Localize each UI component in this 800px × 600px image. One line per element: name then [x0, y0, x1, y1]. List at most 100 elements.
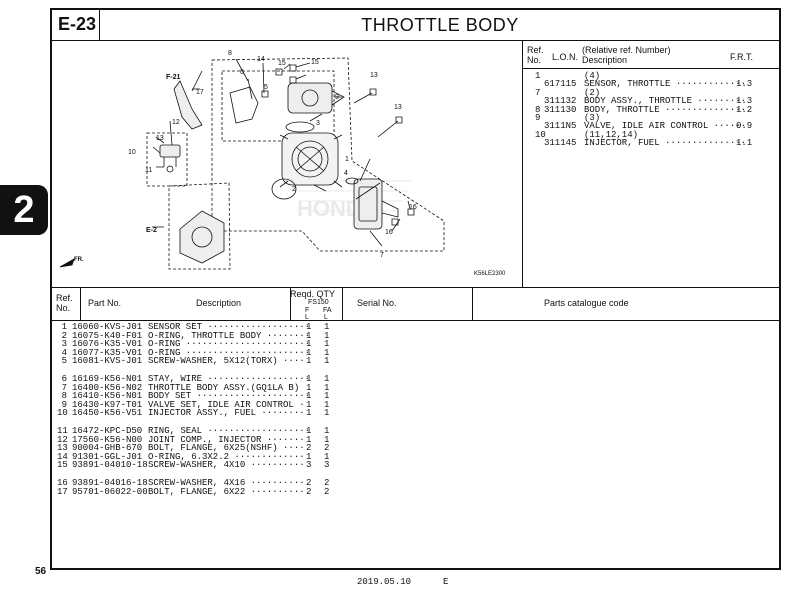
part-description: BOLT, FLANGE, 6X25(NSHF) ····: [148, 443, 305, 454]
ref-row-ref: 7: [535, 87, 541, 98]
part-qty-fa: 1: [324, 408, 330, 419]
part-number: 93891-04016-18: [72, 478, 148, 488]
parts-head-ref: Ref. No.: [56, 293, 73, 313]
ref-row-frt: 1.3: [736, 79, 753, 90]
section-code: E-23: [58, 14, 97, 34]
part-description: BOLT, FLANGE, 6X22 ··········: [148, 486, 305, 497]
header-code-divider: [99, 8, 100, 41]
part-ref: 14: [57, 451, 68, 462]
part-ref: 1: [61, 322, 67, 332]
ref-row-desc: BODY ASSY., THROTTLE ·········: [584, 96, 747, 107]
callout-16b: 16: [385, 229, 393, 236]
ref-row-lon: 617115: [544, 79, 577, 90]
part-ref: 12: [57, 434, 68, 445]
ref-head-ref: Ref. No.: [527, 45, 544, 65]
part-qty-fa: 1: [324, 347, 330, 358]
callout-14: 13: [156, 135, 164, 142]
part-qty-fa: 2: [324, 478, 330, 488]
fr-label: FR.: [74, 257, 84, 263]
part-number: 17560-K56-N00: [72, 434, 143, 445]
ref-head-lon: L.O.N.: [552, 52, 579, 62]
ref-row-ref: 8: [535, 104, 541, 115]
part-description: THROTTLE BODY ASSY.(GQ1LA B): [148, 382, 300, 393]
parts-head-rule: [50, 320, 781, 321]
callout-16a: 16: [409, 204, 417, 211]
diagram-code: K56LE2300: [474, 271, 506, 277]
part-ref: 8: [61, 391, 67, 402]
part-ref: 17: [57, 486, 68, 497]
part-number: 16472-KPC-D50: [72, 426, 143, 436]
part-qty-f: 2: [306, 478, 312, 488]
part-description: SCREW-WASHER, 4X10 ··········: [148, 460, 305, 471]
ref-row-lon: 3111N5: [544, 121, 577, 132]
callout-15a: 14: [257, 56, 265, 63]
part-qty-fa: 1: [324, 356, 330, 367]
bolt-13a: [353, 88, 377, 104]
part-qty-f: 2: [306, 443, 312, 454]
part-qty-f: 1: [306, 330, 312, 341]
part-number: 90004-GHB-670: [72, 443, 143, 454]
callout-6: 6: [240, 69, 244, 76]
parts-head-partno: Part No.: [88, 298, 122, 308]
parts-head-model: FS150: [308, 299, 329, 306]
iac-valve-drawing: [287, 82, 345, 114]
part-qty-f: 1: [306, 399, 312, 410]
screw-5: [261, 90, 269, 98]
part-qty-f: 2: [306, 486, 312, 497]
ref-e2: E-2: [146, 227, 157, 234]
part-qty-fa: 1: [324, 426, 330, 436]
assembly-outline-7: [211, 57, 445, 252]
part-qty-f: 1: [306, 391, 312, 402]
part-qty-f: 1: [306, 322, 312, 332]
part-qty-fa: 1: [324, 399, 330, 410]
part-description: O-RING ·······················: [148, 339, 311, 350]
part-qty-f: 1: [306, 339, 312, 350]
part-ref: 4: [61, 347, 67, 358]
part-description: BODY SET ·····················: [148, 391, 311, 402]
col-rule-4: [472, 287, 473, 320]
part-qty-fa: 1: [324, 391, 330, 402]
ref-row-ref: 10: [535, 129, 546, 140]
parts-head-serial: Serial No.: [357, 298, 397, 308]
part-qty-fa: 1: [324, 322, 330, 332]
part-qty-fa: 1: [324, 451, 330, 462]
parts-head-qty: Reqd. QTY: [290, 289, 336, 299]
exploded-diagram: HONDA: [52, 41, 521, 289]
callout-2: 2: [292, 186, 296, 193]
part-number: 91301-GGL-J01: [72, 451, 143, 462]
parts-head-catalogue: Parts catalogue code: [544, 298, 629, 308]
callout-8: 8: [228, 50, 232, 57]
ref-row-frt: 1.1: [736, 138, 753, 149]
part-qty-f: 3: [306, 460, 312, 471]
part-description: SCREW-WASHER, 4X16 ··········: [148, 478, 305, 488]
part-qty-f: 1: [306, 426, 312, 436]
part-ref: 16: [57, 478, 68, 488]
part-ref: 10: [57, 408, 68, 419]
part-qty-f: 1: [306, 374, 312, 384]
throttle-sensor-drawing: [353, 178, 399, 230]
part-description: O-RING ·······················: [148, 347, 311, 358]
o-ring-2: [271, 178, 297, 200]
callout-1: 1: [345, 156, 349, 163]
part-qty-fa: 1: [324, 339, 330, 350]
part-qty-fa: 1: [324, 374, 330, 384]
part-ref: 3: [61, 339, 67, 350]
footer-suffix: E: [443, 577, 449, 587]
part-qty-f: 1: [306, 434, 312, 445]
callout-10: 10: [128, 149, 136, 156]
part-description: VALVE SET, IDLE AIR CONTROL ·: [148, 399, 305, 410]
callout-11: 11: [145, 167, 152, 174]
ref-row-lon: 311145: [544, 138, 577, 149]
part-ref: 2: [61, 330, 67, 341]
part-description: O-RING, 6.3X2.2 ·············: [148, 451, 305, 462]
ref-row-desc: (11,12,14): [584, 129, 639, 140]
part-number: 16450-K56-V51: [72, 408, 143, 419]
ref-head-rule: [522, 68, 781, 69]
part-qty-fa: 1: [324, 434, 330, 445]
ref-row-frt: 1.2: [736, 104, 753, 115]
ref-table-divider: [522, 40, 523, 287]
parts-head-desc: Description: [196, 298, 242, 308]
part-number: 16060-KVS-J01: [72, 322, 143, 332]
part-number: 16169-K56-N01: [72, 374, 143, 384]
callout-13b: 13: [394, 104, 402, 111]
